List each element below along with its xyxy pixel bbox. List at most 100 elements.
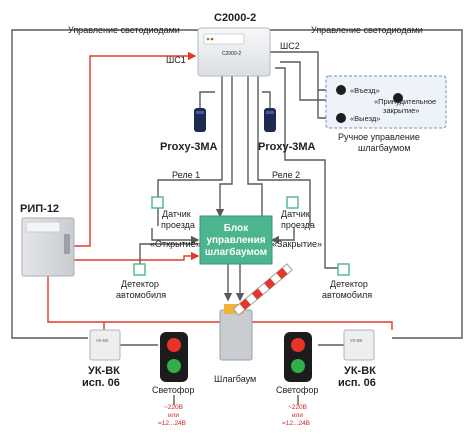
manual-caption-1: Ручное управление [338, 132, 420, 142]
barrier: Шлагбаум [214, 263, 293, 384]
wire-sensor-right [270, 228, 295, 245]
sensor-close: Датчик проезда «Закрытие» [272, 196, 322, 249]
ukvk-right-panel: УК-ВК [350, 338, 363, 343]
barrier-control-block: Блок управления шлагбаумом [199, 215, 273, 265]
wire-proxy-left [199, 91, 215, 108]
power-left-3: =12...24В [158, 420, 186, 427]
s2000-led2-icon [210, 37, 214, 41]
s2000-face [203, 33, 245, 45]
manual-control-box [325, 75, 447, 129]
wire-power-block [74, 251, 200, 261]
block-label-3: шлагбаумом [205, 246, 267, 258]
power-right-3: =12...24В [282, 420, 310, 427]
label-leds-right: Управление светодиодами [311, 25, 423, 35]
barrier-label: Шлагбаум [214, 374, 256, 384]
detector-left-icon [133, 263, 146, 276]
button-exit-icon [336, 113, 346, 123]
ukvk-right-2: исп. 06 [338, 377, 376, 389]
proxy-reader-right: Proxy-3MA [258, 108, 316, 153]
sensor-close-2: проезда [281, 220, 315, 230]
light-right-red [291, 338, 305, 352]
wire-leds-right [270, 29, 463, 339]
ukvk-left-1: УК-ВК [88, 365, 120, 377]
wire-leds-left [11, 29, 198, 339]
sensor-open-3: «Открытие» [150, 239, 201, 249]
light-left-red [167, 338, 181, 352]
ukvk-right: УК-ВК УК-ВК исп. 06 [338, 329, 376, 389]
light-left-label: Светофор [152, 385, 194, 395]
traffic-light-left-icon [160, 332, 188, 382]
s2000-panel-label: С2000-2 [222, 51, 241, 57]
barrier-arm-icon [232, 263, 293, 316]
proxy-reader-left: Proxy-3MA [160, 108, 218, 153]
sensor-open-icon [151, 196, 164, 209]
rip-label-plate [25, 221, 61, 233]
barrier-post [219, 309, 253, 361]
proxy-right-stripe [266, 111, 274, 114]
button-forced-close-icon [393, 93, 403, 103]
traffic-light-right: Светофор ~220В или =12...24В [276, 332, 318, 427]
manual-caption-2: шлагбаумом [358, 143, 410, 153]
power-right-1: ~220В [288, 404, 307, 411]
detector-right-icon [337, 263, 350, 276]
wire-power-controller [74, 51, 197, 247]
sensor-open-1: Датчик [162, 209, 191, 219]
sensor-open-2: проезда [161, 220, 195, 230]
sensor-open: Датчик проезда «Открытие» [150, 196, 201, 249]
ukvk-right-body [343, 329, 375, 361]
rip-handle [64, 234, 70, 254]
ukvk-right-1: УК-ВК [344, 365, 376, 377]
ukvk-left: УК-ВК УК-ВК исп. 06 [82, 329, 121, 389]
rip-title: РИП-12 [20, 203, 59, 215]
power-left-2: или [168, 412, 179, 419]
block-label-2: управления [206, 235, 265, 246]
sensor-close-icon [286, 196, 299, 209]
label-entry: «Въезд» [350, 86, 380, 95]
label-exit: «Выезд» [350, 114, 380, 123]
s2000-title: С2000-2 [214, 12, 256, 24]
sensor-close-1: Датчик [281, 209, 310, 219]
label-shs1: ШС1 [166, 55, 186, 65]
label-leds-left: Управление светодиодами [68, 25, 180, 35]
wire-relay1-block [215, 76, 233, 218]
s2000-controller: С2000-2 С2000-2 [197, 12, 271, 77]
light-left-green [167, 359, 181, 373]
sensor-close-3: «Закрытие» [272, 239, 322, 249]
gray-wires [11, 29, 463, 405]
wire-relay2 [257, 76, 311, 226]
label-forced-2: закрытие» [383, 106, 419, 115]
wire-sensor-left [151, 228, 200, 245]
wire-proxy-right [262, 91, 271, 108]
traffic-light-left: Светофор ~220В или =12...24В [152, 332, 194, 427]
manual-control-group: «Въезд» «Принудительное закрытие» «Выезд… [325, 75, 447, 153]
label-proxy-right: Proxy-3MA [258, 141, 316, 153]
ukvk-left-panel: УК-ВК [96, 338, 109, 343]
block-body [199, 215, 273, 265]
power-right-2: или [292, 412, 303, 419]
detector-left: Детектор автомобиля [116, 263, 166, 300]
detector-right: Детектор автомобиля [322, 263, 372, 300]
wire-detector-right [275, 67, 338, 269]
block-label-1: Блок [224, 223, 250, 234]
ukvk-left-body [89, 329, 121, 361]
label-proxy-left: Proxy-3MA [160, 141, 218, 153]
ukvk-left-2: исп. 06 [82, 377, 120, 389]
s2000-led-icon [206, 37, 210, 41]
light-right-label: Светофор [276, 385, 318, 395]
wire-relay2-block [247, 76, 263, 216]
label-relay2: Реле 2 [272, 170, 300, 180]
blue-wires [199, 108, 271, 130]
detector-left-2: автомобиля [116, 290, 166, 300]
detector-left-1: Детектор [121, 279, 159, 289]
label-relay1: Реле 1 [172, 170, 200, 180]
button-entry-icon [336, 85, 346, 95]
rip12-power-supply: РИП-12 [20, 203, 75, 277]
detector-right-1: Детектор [330, 279, 368, 289]
detector-right-2: автомобиля [322, 290, 372, 300]
traffic-light-right-icon [284, 332, 312, 382]
proxy-left-stripe [196, 111, 204, 114]
label-forced-1: «Принудительное [374, 97, 436, 106]
power-left-1: ~220В [164, 404, 183, 411]
wire-shs2-c [280, 61, 326, 101]
